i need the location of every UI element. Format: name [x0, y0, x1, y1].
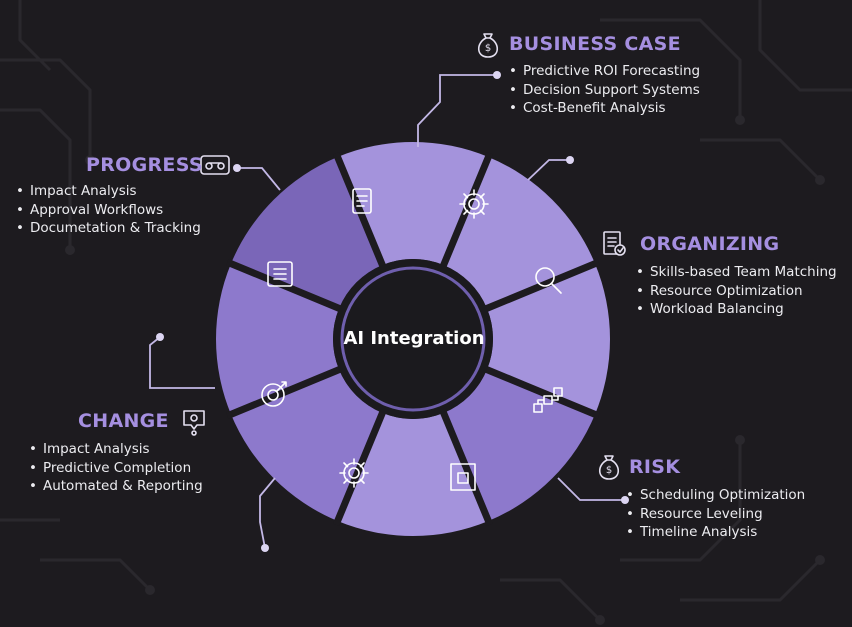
- list-item: Predictive ROI Forecasting: [509, 62, 700, 81]
- risk-list: Scheduling Optimization Resource Levelin…: [626, 486, 805, 542]
- tape-icon: [200, 155, 230, 175]
- ring-segment-left: [215, 263, 340, 415]
- segment-gap: [332, 151, 387, 269]
- connectors: [149, 74, 625, 549]
- center-ring: [340, 266, 486, 412]
- magnifier-icon: [535, 267, 562, 294]
- svg-text:$: $: [606, 465, 612, 476]
- connector-dots: [156, 71, 629, 552]
- connector-risk: [557, 477, 625, 501]
- list-item: Impact Analysis: [29, 440, 203, 459]
- business-case-title: BUSINESS CASE: [509, 33, 681, 55]
- ring-segment-upper-left: [230, 156, 383, 309]
- center-label: AI Integration: [343, 328, 485, 349]
- frame-icon: [450, 463, 476, 491]
- ring-segment-right: [486, 263, 610, 415]
- target-icon: [261, 381, 287, 407]
- change-list: Impact Analysis Predictive Completion Au…: [29, 440, 203, 496]
- segment-gap: [332, 409, 387, 527]
- money-bag-icon: $: [598, 455, 620, 480]
- progress-title: PROGRESS: [86, 154, 203, 176]
- center-disk: [333, 259, 493, 419]
- list-item: Automated & Reporting: [29, 477, 203, 496]
- segment-gap: [483, 365, 601, 420]
- list-item: Skills-based Team Matching: [636, 263, 837, 282]
- risk-title: RISK: [629, 456, 681, 478]
- svg-text:$: $: [485, 43, 491, 54]
- document-icon: [352, 188, 372, 214]
- ring-segment-bottom: [337, 412, 489, 536]
- money-bag-icon: $: [477, 33, 499, 58]
- connector-business-case: [417, 74, 497, 147]
- ring-segment-upper-right: [443, 156, 596, 309]
- ring-segment-lower-right: [443, 369, 596, 522]
- list-item: Documetation & Tracking: [16, 219, 201, 238]
- list-item: Impact Analysis: [16, 182, 201, 201]
- change-title: CHANGE: [78, 410, 169, 432]
- business-case-list: Predictive ROI Forecasting Decision Supp…: [509, 62, 700, 118]
- progress-list: Impact Analysis Approval Workflows Docum…: [16, 182, 201, 238]
- list-item: Workload Balancing: [636, 300, 837, 319]
- organizing-list: Skills-based Team Matching Resource Opti…: [636, 263, 837, 319]
- list-item: Predictive Completion: [29, 459, 203, 478]
- circuit-nodes: [65, 115, 825, 625]
- list-item: Resource Leveling: [626, 505, 805, 524]
- connector-change: [149, 336, 215, 389]
- list-item: Approval Workflows: [16, 201, 201, 220]
- segment-gap: [439, 409, 494, 527]
- connector-bottom-left: [259, 477, 276, 549]
- document-check-icon: [603, 231, 626, 256]
- gear-icon: [459, 189, 489, 219]
- list-item: Scheduling Optimization: [626, 486, 805, 505]
- flowchart-icon: [533, 387, 563, 413]
- gear-icon: [339, 458, 369, 488]
- list-item: Cost-Benefit Analysis: [509, 99, 700, 118]
- connector-progress: [237, 167, 281, 191]
- list-icon: [267, 261, 293, 287]
- list-item: Resource Optimization: [636, 282, 837, 301]
- list-item: Timeline Analysis: [626, 523, 805, 542]
- person-badge-icon: [183, 410, 205, 436]
- list-item: Decision Support Systems: [509, 81, 700, 100]
- connector-top-right: [527, 159, 570, 181]
- organizing-title: ORGANIZING: [640, 233, 780, 255]
- ring-segment-top: [337, 142, 489, 266]
